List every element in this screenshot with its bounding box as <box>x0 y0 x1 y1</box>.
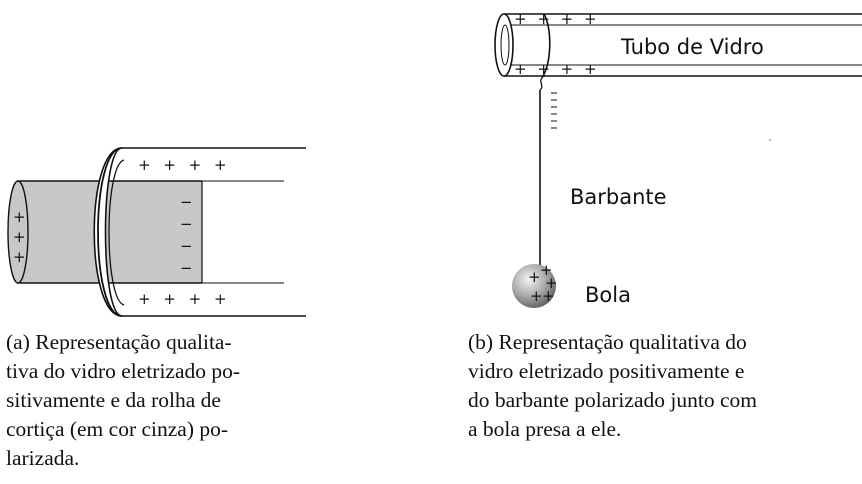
tube-left-end <box>494 13 514 77</box>
cork-negative-charge: − <box>180 215 193 233</box>
tube-bottom-charges: + + + + <box>514 60 600 78</box>
cork-positive-charge: + <box>13 208 26 226</box>
ball-charge: + <box>530 287 543 305</box>
cork-negative-charge: − <box>180 259 193 277</box>
cork-body <box>18 181 202 283</box>
cork-negative-charge: − <box>180 193 193 211</box>
cork-positive-charge: + <box>13 228 26 246</box>
ball-charge: + <box>540 261 553 279</box>
glass-top-charges: + + + + <box>138 156 231 174</box>
glass-bottom-charges: + + + + <box>138 290 231 308</box>
string-negative-charges <box>551 92 557 129</box>
figure-b-caption: (b) Representação qualitativa do vidro e… <box>468 328 862 444</box>
figure-a-diagram: + + + + + + + + − − − − + + + <box>7 147 306 317</box>
figure-b-diagram: + + + + + + + + Tubo de Vidro Barbante +… <box>494 10 862 308</box>
caption-line: do barbante polarizado junto com <box>468 388 757 412</box>
ball-charge: + <box>528 268 541 286</box>
cork-left-end <box>7 180 29 284</box>
caption-line: vidro eletrizado positivamente e <box>468 359 745 383</box>
caption-line: tiva do vidro eletrizado po- <box>6 359 241 383</box>
string-label: Barbante <box>570 185 667 209</box>
ball-label: Bola <box>585 283 631 307</box>
ball-charge: + <box>542 287 555 305</box>
ball-charge: + <box>545 274 558 292</box>
caption-line: larizada. <box>6 446 80 470</box>
cork-positive-charge: + <box>13 248 26 266</box>
figure-a-caption: (a) Representação qualita- tiva do vidro… <box>6 328 324 473</box>
string-loop <box>541 13 551 79</box>
tube-top-charges: + + + + <box>514 10 600 28</box>
caption-line: (b) Representação qualitativa do <box>468 330 747 354</box>
caption-line: cortiça (em cor cinza) po- <box>6 417 229 441</box>
caption-line: (a) Representação qualita- <box>6 330 232 354</box>
caption-line: a bola presa a ele. <box>468 417 622 441</box>
tube-label: Tubo de Vidro <box>620 35 764 59</box>
caption-line: sitivamente e da rolha de <box>6 388 221 412</box>
cork-negative-charge: − <box>180 237 193 255</box>
ball <box>512 264 556 308</box>
